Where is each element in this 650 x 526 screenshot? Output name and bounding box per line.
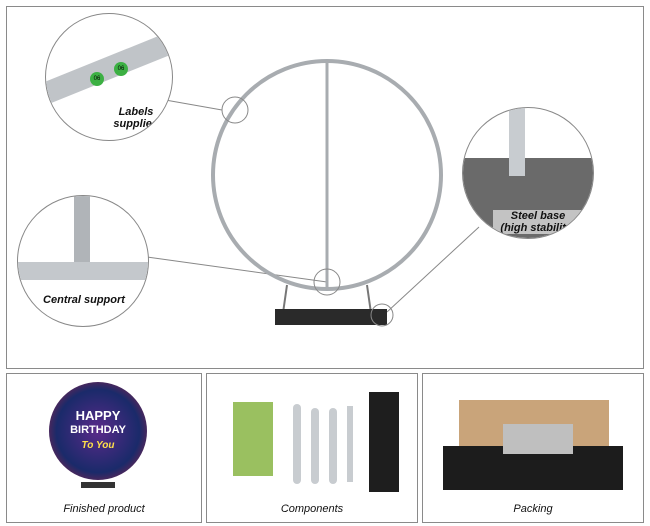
birthday-sign: HAPPY BIRTHDAY To You [49,382,147,480]
carry-bag [369,392,399,492]
caption: Central support [43,294,125,306]
callout-central-support: Central support [17,195,149,327]
greenery-pack [233,402,273,476]
circle-arch-stand [211,59,443,327]
finished-product-panel: HAPPY BIRTHDAY To You Finished product [6,373,202,523]
caption: Packing [513,503,553,515]
label-tag: 06 [114,62,128,76]
caption: Finished product [63,503,145,515]
label-tag: 06 [90,72,104,86]
caption: Components [280,503,344,515]
components-panel: Components [206,373,418,523]
caption-line: Labels [118,106,154,118]
callout-labels: 06 06 Labels supplied [45,13,173,141]
main-product-panel: 06 06 Labels supplied Central support St… [6,6,644,369]
packing-panel: Packing [422,373,644,523]
callout-steel-base: Steel base (high stability) [462,107,594,239]
caption-line: supplied [113,118,159,130]
caption-line: Steel base [510,210,566,222]
caption-line: (high stability) [500,222,576,234]
